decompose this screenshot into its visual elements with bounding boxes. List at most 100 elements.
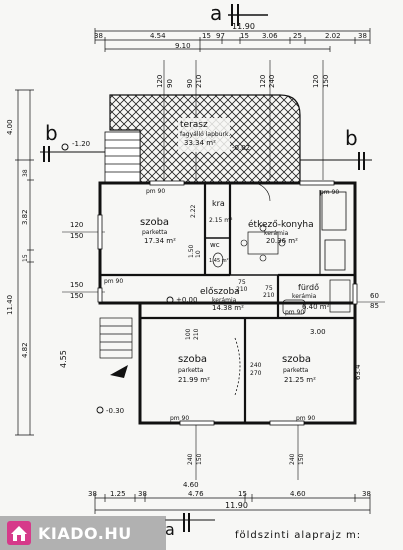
dim-top-row2-9: 38 xyxy=(358,32,367,40)
dim-bottom-1: 38 xyxy=(88,490,97,498)
dim-top-vert-1: 120 xyxy=(156,75,164,88)
misc-dim-bot-150a: 150 xyxy=(196,453,203,465)
dim-top-row3: 9.10 xyxy=(175,42,191,50)
dim-top-row2-4: 97 xyxy=(216,32,225,40)
dim-top-row2-3: 15 xyxy=(202,32,211,40)
dim-left-4: 15 xyxy=(22,254,29,262)
door-label-1: pm 90 xyxy=(146,188,165,195)
dim-left-hand: 4.55 xyxy=(59,350,68,368)
dim-top-row2-8: 2.02 xyxy=(325,32,341,40)
room-wc-name: wc xyxy=(210,241,220,249)
room-terasz-subtitle: fagyálló lapburk. xyxy=(180,131,230,138)
room-furdo-subtitle: kerámia xyxy=(292,293,317,300)
dim-bottom-6: 4.60 xyxy=(290,490,306,498)
dim-left-8: 150 xyxy=(70,281,83,289)
room-terasz-area: 33.34 m² xyxy=(184,139,216,147)
door-label-5: pm 90 xyxy=(296,415,315,422)
level-minus-120: -1.20 xyxy=(72,140,90,148)
level-minus-002: -0.02 xyxy=(232,144,250,152)
room-eloszoba-name: előszoba xyxy=(200,287,240,297)
terrace-stairs xyxy=(104,131,141,183)
room-etkezo-area: 20.36 m² xyxy=(266,237,298,245)
dim-top-vert-8: 150 xyxy=(322,75,330,88)
level-zero: +0.00 xyxy=(176,296,197,304)
misc-dim-222: 2.22 xyxy=(190,204,197,218)
room-furdo-area: 6.40 m² xyxy=(302,303,330,311)
room-szoba-3-name: szoba xyxy=(282,354,311,365)
room-kra-area: 2.15 m² xyxy=(209,217,233,224)
misc-dim-10: 10 xyxy=(195,250,202,258)
dim-top-row2-5: 15 xyxy=(240,32,249,40)
misc-dim-270: 270 xyxy=(250,370,262,377)
misc-dim-150: 1.50 xyxy=(188,244,195,258)
misc-dim-bot-150b: 150 xyxy=(298,453,305,465)
misc-dim-75b: 75 xyxy=(265,285,273,292)
room-szoba-2-subtitle: parketta xyxy=(178,367,204,374)
room-eloszoba-subtitle: kerámia xyxy=(212,297,237,304)
room-szoba-1-subtitle: parketta xyxy=(142,229,168,236)
dim-left-overall: 11.40 xyxy=(6,295,14,315)
watermark-text: KIADO.HU xyxy=(38,523,132,543)
dim-left-2: 38 xyxy=(22,169,29,177)
misc-dim-210c: 210 xyxy=(193,328,200,340)
misc-dim-bot-240b: 240 xyxy=(289,453,296,465)
room-szoba-3-area: 21.25 m² xyxy=(284,376,316,384)
dim-bottom-5: 15 xyxy=(238,490,247,498)
misc-dim-300: 3.00 xyxy=(310,328,326,336)
dim-top-row2-1: 38 xyxy=(94,32,103,40)
level-minus-030: -0.30 xyxy=(106,407,124,415)
room-furdo-name: fürdő xyxy=(298,283,319,292)
room-etkezo-subtitle: kerámia xyxy=(264,230,289,237)
dim-bottom-7: 38 xyxy=(362,490,371,498)
windows xyxy=(97,180,358,426)
dim-right-hand: 63.4 xyxy=(354,364,362,380)
room-kra-name: kra xyxy=(212,199,225,208)
dim-bottom-2: 1.25 xyxy=(110,490,126,498)
room-terasz-name: terasz xyxy=(180,120,208,130)
door-label-3: pm 90 xyxy=(104,278,123,285)
door-label-2: pm 90 xyxy=(320,189,339,196)
dim-top-row2-6: 3.06 xyxy=(262,32,278,40)
room-eloszoba-area: 14.38 m² xyxy=(212,304,244,312)
section-mark-b-right: b xyxy=(345,126,358,150)
dim-top-vert-6: 240 xyxy=(268,75,276,88)
dim-top-overall: 11.90 xyxy=(232,22,255,31)
dim-left-7: 150 xyxy=(70,232,83,240)
misc-dim-bot-240a: 240 xyxy=(187,453,194,465)
dim-bottom-overall: 11.90 xyxy=(225,501,248,510)
dim-top-vert-2: 90 xyxy=(166,79,174,88)
misc-dim-75a: 75 xyxy=(238,279,246,286)
misc-dim-210a: 210 xyxy=(236,286,248,293)
left-dimensions xyxy=(15,89,34,436)
bottom-dimensions xyxy=(94,494,371,514)
dim-bottom-3: 38 xyxy=(138,490,147,498)
door-label-4: pm 90 xyxy=(170,415,189,422)
dim-left-9: 150 xyxy=(70,292,83,300)
dim-top-vert-4: 210 xyxy=(195,75,203,88)
section-mark-b-left: b xyxy=(45,121,58,145)
watermark-banner: KIADO.HU xyxy=(0,516,166,550)
dim-top-vert-7: 120 xyxy=(312,75,320,88)
dim-left-3: 3.82 xyxy=(21,209,29,225)
dim-top-row2-7: 25 xyxy=(293,32,302,40)
plan-caption: földszinti alaprajz m: xyxy=(235,530,361,541)
dim-top-row2-2: 4.54 xyxy=(150,32,166,40)
dim-bottom-4: 4.76 xyxy=(188,490,204,498)
dim-bottom-extra: 4.60 xyxy=(183,481,199,489)
section-mark-a-top: a xyxy=(210,1,222,25)
room-szoba-2-name: szoba xyxy=(178,354,207,365)
room-szoba-2-area: 21.99 m² xyxy=(178,376,210,384)
dim-top-vert-5: 120 xyxy=(259,75,267,88)
house-logo-icon xyxy=(7,521,31,545)
section-mark-a-bottom: a xyxy=(165,520,175,539)
dim-left-5: 4.82 xyxy=(21,342,29,358)
room-szoba-3-subtitle: parketta xyxy=(283,367,309,374)
room-szoba-1-name: szoba xyxy=(140,217,169,228)
top-dimensions xyxy=(94,28,371,52)
misc-dim-210b: 210 xyxy=(263,292,275,299)
room-wc-area: 1.45 m² xyxy=(209,258,229,264)
dim-top-vert-3: 90 xyxy=(186,79,194,88)
misc-dim-240: 240 xyxy=(250,362,262,369)
dim-left-1: 4.00 xyxy=(6,119,14,135)
